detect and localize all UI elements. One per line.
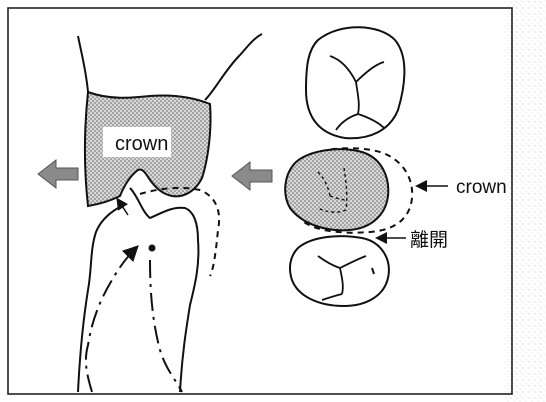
separation-label: 離開 bbox=[410, 229, 448, 251]
rotation-path bbox=[86, 248, 136, 392]
left-move-arrow bbox=[38, 160, 78, 188]
upper-tooth-outline bbox=[78, 34, 262, 100]
left-crown-label: crown bbox=[115, 133, 168, 155]
lower-tooth-dashed-outline bbox=[140, 188, 219, 276]
contact-arrow bbox=[118, 200, 128, 215]
rotation-path-return bbox=[150, 260, 182, 392]
right-crown-label: crown bbox=[456, 177, 507, 198]
right-move-arrow bbox=[232, 162, 272, 190]
scan-noise-strip bbox=[505, 0, 546, 402]
middle-crown bbox=[285, 149, 388, 230]
lower-tooth-outline bbox=[78, 188, 198, 392]
left-tooth-group: crown bbox=[38, 34, 262, 392]
pivot-point bbox=[149, 245, 156, 252]
right-occlusal-group: crown 離開 bbox=[232, 27, 507, 306]
